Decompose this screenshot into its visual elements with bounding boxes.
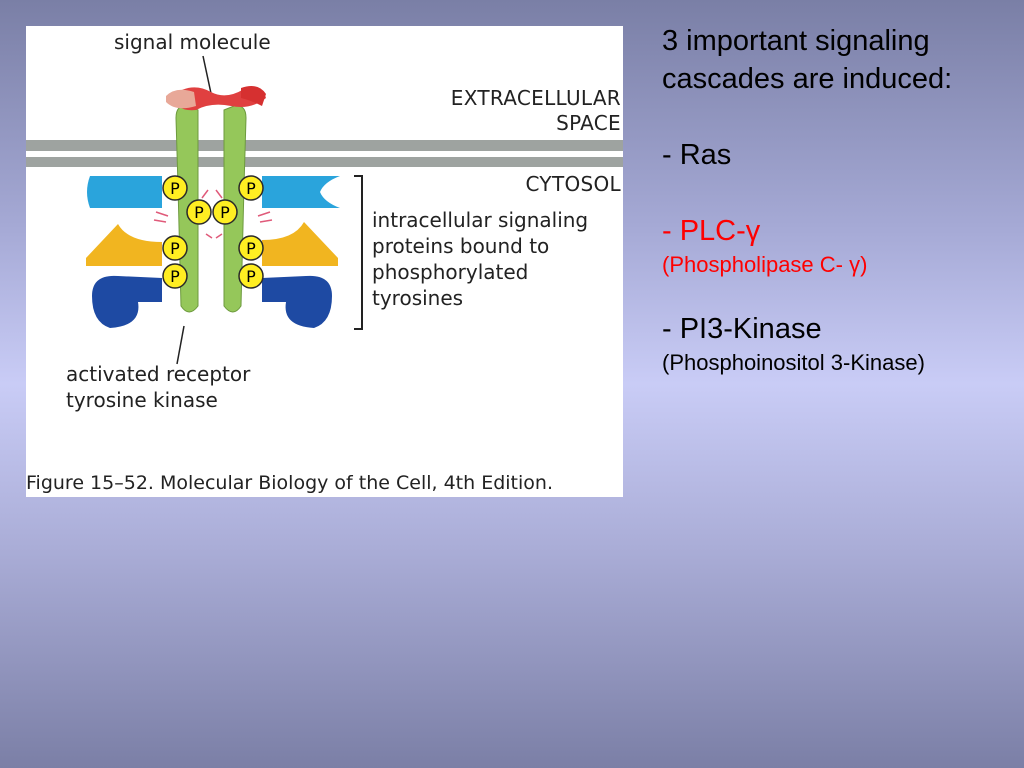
heading-line1: 3 important signaling: [662, 25, 930, 57]
activated-label-line1: activated receptor: [66, 362, 251, 386]
phosphate-label: P: [194, 203, 204, 222]
extracellular-label-line2: SPACE: [556, 111, 621, 135]
phosphate-label: P: [246, 267, 256, 286]
spacer: [662, 280, 1014, 310]
item-plc-gamma: - PLC-γ: [662, 215, 761, 247]
membrane-inner-layer: [26, 157, 623, 167]
signal-molecule-label: signal molecule: [114, 30, 271, 54]
orange-protein-right: [262, 222, 338, 266]
bracket: [354, 175, 363, 330]
phosphate-label: P: [246, 239, 256, 258]
signal-molecule-pointer: [202, 55, 213, 99]
heading-line2: cascades are induced:: [662, 63, 953, 95]
phosphate-label: P: [170, 239, 180, 258]
slide-text-panel: 3 important signaling cascades are induc…: [662, 22, 1014, 378]
signal-molecule-red-part: [241, 86, 266, 106]
extracellular-space-label: EXTRACELLULAR SPACE: [451, 86, 621, 136]
phosphate-2: P: [238, 175, 264, 201]
phosphate-label: P: [170, 179, 180, 198]
dark-blue-protein-left: [92, 275, 162, 328]
spacer: [662, 174, 1014, 212]
phosphate-label: P: [246, 179, 256, 198]
receptor-pointer: [176, 325, 185, 365]
intracellular-label-line1: intracellular signaling: [372, 208, 589, 232]
phosphate-1: P: [162, 175, 188, 201]
intracellular-label-line3: phosphorylated: [372, 260, 529, 284]
phosphate-8: P: [238, 263, 264, 289]
figure-caption: Figure 15–52. Molecular Biology of the C…: [26, 472, 553, 494]
interaction-dashes: [153, 189, 273, 239]
phosphate-4: P: [212, 199, 238, 225]
blue-protein-right: [262, 176, 340, 208]
signal-molecule-pink-part: [166, 89, 196, 109]
item-plc-gamma-detail: (Phospholipase C- γ): [662, 252, 868, 277]
extracellular-label-line1: EXTRACELLULAR: [450, 86, 621, 110]
receptor-tyrosine-kinase-figure: P P P P P P P P signal molecule EXTRACEL…: [26, 26, 623, 497]
intracellular-proteins-label: intracellular signaling proteins bound t…: [372, 207, 588, 311]
orange-protein-left: [86, 224, 162, 266]
intracellular-label-line4: tyrosines: [372, 286, 464, 310]
item-pi3-kinase-detail: (Phosphoinositol 3-Kinase): [662, 350, 925, 375]
intracellular-label-line2: proteins bound to: [372, 234, 550, 258]
phosphate-5: P: [162, 235, 188, 261]
cytosol-label: CYTOSOL: [525, 172, 621, 196]
membrane-outer-layer: [26, 140, 623, 151]
item-ras: - Ras: [662, 139, 732, 171]
rtk-diagram: [26, 55, 623, 365]
phosphate-groups: P P P P P P P P: [162, 175, 264, 289]
activated-label-line2: tyrosine kinase: [66, 388, 218, 412]
phosphate-7: P: [162, 263, 188, 289]
activated-receptor-label: activated receptor tyrosine kinase: [66, 361, 250, 413]
blue-protein-left: [87, 176, 162, 208]
phosphate-label: P: [170, 267, 180, 286]
dark-blue-protein-right: [262, 275, 332, 328]
spacer: [662, 98, 1014, 136]
item-pi3-kinase: - PI3-Kinase: [662, 313, 822, 345]
phosphate-label: P: [220, 203, 230, 222]
phosphate-6: P: [238, 235, 264, 261]
phosphate-3: P: [186, 199, 212, 225]
